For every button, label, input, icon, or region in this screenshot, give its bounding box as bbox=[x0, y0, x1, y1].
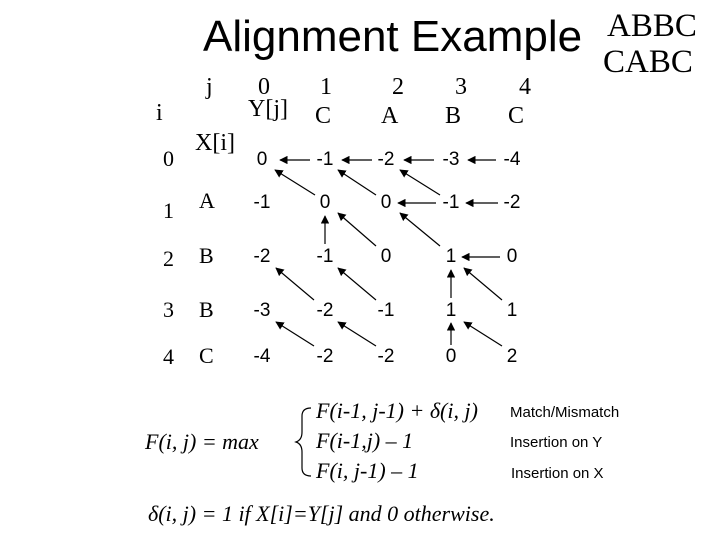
case-match: F(i-1, j-1) + δ(i, j) bbox=[316, 398, 478, 423]
arrow-r2c2-diag bbox=[337, 212, 377, 247]
sequence-2: CABC bbox=[603, 44, 693, 80]
arrow-r3c1-diag bbox=[275, 267, 315, 301]
max-brace bbox=[294, 407, 312, 477]
note-insert-y: Insertion on Y bbox=[510, 434, 603, 451]
cell-4-3: 0 bbox=[445, 346, 457, 367]
cell-0-3: -3 bbox=[442, 149, 460, 170]
cell-0-1: -1 bbox=[316, 149, 334, 170]
cell-1-2: 0 bbox=[380, 192, 392, 213]
arrow-r4c2-diag bbox=[337, 321, 377, 347]
case-insert-x: F(i, j-1) – 1 bbox=[316, 458, 419, 483]
arrow-r2c3-diag bbox=[399, 212, 441, 247]
cell-2-1: -1 bbox=[316, 246, 334, 267]
arrow-r3c4-diag bbox=[463, 267, 503, 301]
row-index-1: 1 bbox=[163, 198, 174, 223]
cell-0-4: -4 bbox=[503, 149, 521, 170]
cell-1-1: 0 bbox=[319, 192, 331, 213]
col-index-4: 4 bbox=[519, 74, 531, 100]
col-index-2: 2 bbox=[392, 74, 404, 100]
cell-3-3: 1 bbox=[445, 300, 457, 321]
cell-2-0: -2 bbox=[253, 246, 271, 267]
cell-3-1: -2 bbox=[316, 300, 334, 321]
col-char-2: A bbox=[381, 103, 399, 129]
i-label: i bbox=[156, 100, 163, 126]
recurrence-lhs: F(i, j) = max bbox=[145, 429, 259, 454]
col-char-1: C bbox=[315, 103, 332, 129]
cell-0-0: 0 bbox=[256, 149, 268, 170]
cell-2-4: 0 bbox=[506, 246, 518, 267]
cell-4-1: -2 bbox=[316, 346, 334, 367]
col-index-0: 0 bbox=[258, 74, 270, 100]
x-label: X[i] bbox=[195, 130, 235, 156]
cell-4-4: 2 bbox=[506, 346, 518, 367]
col-index-3: 3 bbox=[455, 74, 467, 100]
row-index-3: 3 bbox=[163, 297, 174, 322]
row-char-3: B bbox=[199, 297, 214, 322]
arrow-r1c2-diag bbox=[337, 169, 377, 196]
arrow-r1c3-diag bbox=[399, 169, 441, 196]
arrow-r3c2-diag bbox=[337, 267, 377, 301]
arrow-r4c1-diag bbox=[275, 321, 315, 347]
row-char-4: C bbox=[199, 343, 214, 368]
cell-0-2: -2 bbox=[377, 149, 395, 170]
delta-definition: δ(i, j) = 1 if X[i]=Y[j] and 0 otherwise… bbox=[148, 501, 495, 526]
cell-3-2: -1 bbox=[377, 300, 395, 321]
cell-1-3: -1 bbox=[442, 192, 460, 213]
sequence-1: ABBC bbox=[607, 8, 697, 44]
cell-4-0: -4 bbox=[253, 346, 271, 367]
cell-2-3: 1 bbox=[445, 246, 457, 267]
note-insert-x: Insertion on X bbox=[511, 465, 604, 482]
row-index-4: 4 bbox=[163, 344, 174, 369]
row-index-2: 2 bbox=[163, 246, 174, 271]
arrow-r1c1-diag bbox=[274, 169, 316, 196]
row-index-0: 0 bbox=[163, 146, 174, 171]
row-char-1: A bbox=[199, 188, 215, 213]
cell-1-0: -1 bbox=[253, 192, 271, 213]
note-match: Match/Mismatch bbox=[510, 404, 620, 421]
col-char-4: C bbox=[508, 103, 525, 129]
arrow-r4c4-diag bbox=[463, 321, 503, 347]
cell-4-2: -2 bbox=[377, 346, 395, 367]
col-char-3: B bbox=[445, 103, 462, 129]
cell-2-2: 0 bbox=[380, 246, 392, 267]
cell-3-0: -3 bbox=[253, 300, 271, 321]
cell-1-4: -2 bbox=[503, 192, 521, 213]
row-char-2: B bbox=[199, 243, 214, 268]
col-index-1: 1 bbox=[320, 74, 332, 100]
y-label: Y[j] bbox=[248, 96, 288, 122]
slide-title: Alignment Example bbox=[203, 12, 583, 61]
case-insert-y: F(i-1,j) – 1 bbox=[316, 428, 414, 453]
j-label: j bbox=[206, 74, 213, 100]
cell-3-4: 1 bbox=[506, 300, 518, 321]
